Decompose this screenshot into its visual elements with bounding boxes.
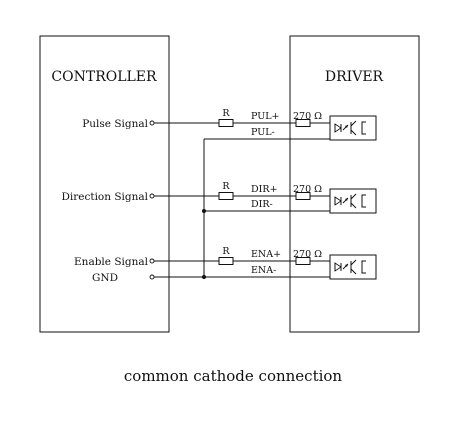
minus-label: PUL- [251, 127, 275, 138]
signal-label-pulse: Pulse Signal [82, 118, 148, 130]
driver-block: DRIVER [289, 35, 420, 333]
controller-block: CONTROLLER Pulse Signal Direction Signal… [39, 35, 170, 333]
optocoupler-icon [329, 115, 377, 141]
common-ground-bus [154, 139, 206, 279]
resistor-label: R [222, 108, 230, 119]
driver-resistor-label: 270 Ω [293, 249, 322, 260]
controller-title: CONTROLLER [51, 69, 157, 85]
controller-box [39, 35, 170, 333]
terminal-enable [149, 258, 155, 264]
terminal-direction [149, 193, 155, 199]
resistor-label: R [222, 181, 230, 192]
plus-label: PUL+ [251, 111, 280, 122]
resistor-label: R [222, 246, 230, 257]
channel-direction: R DIR+ 270 Ω DIR- [154, 181, 377, 214]
resistor-icon [218, 257, 234, 265]
driver-resistor-label: 270 Ω [293, 184, 322, 195]
minus-label: DIR- [251, 199, 273, 210]
plus-label: ENA+ [251, 249, 281, 260]
driver-box [289, 35, 420, 333]
channel-enable: R ENA+ 270 Ω ENA- [154, 246, 377, 280]
driver-resistor-label: 270 Ω [293, 111, 322, 122]
channel-pulse: R PUL+ 270 Ω PUL- [154, 108, 377, 141]
signal-label-direction: Direction Signal [61, 191, 148, 203]
signal-label-enable: Enable Signal [74, 256, 149, 268]
minus-label: ENA- [251, 265, 276, 276]
plus-label: DIR+ [251, 184, 277, 195]
resistor-icon [218, 119, 234, 127]
ground-label: GND [92, 272, 118, 284]
diagram-caption: common cathode connection [124, 367, 343, 385]
terminal-ground [149, 274, 155, 280]
resistor-icon [218, 192, 234, 200]
terminal-pulse [149, 120, 155, 126]
driver-title: DRIVER [325, 69, 384, 85]
optocoupler-icon [329, 188, 377, 214]
optocoupler-icon [329, 254, 377, 280]
